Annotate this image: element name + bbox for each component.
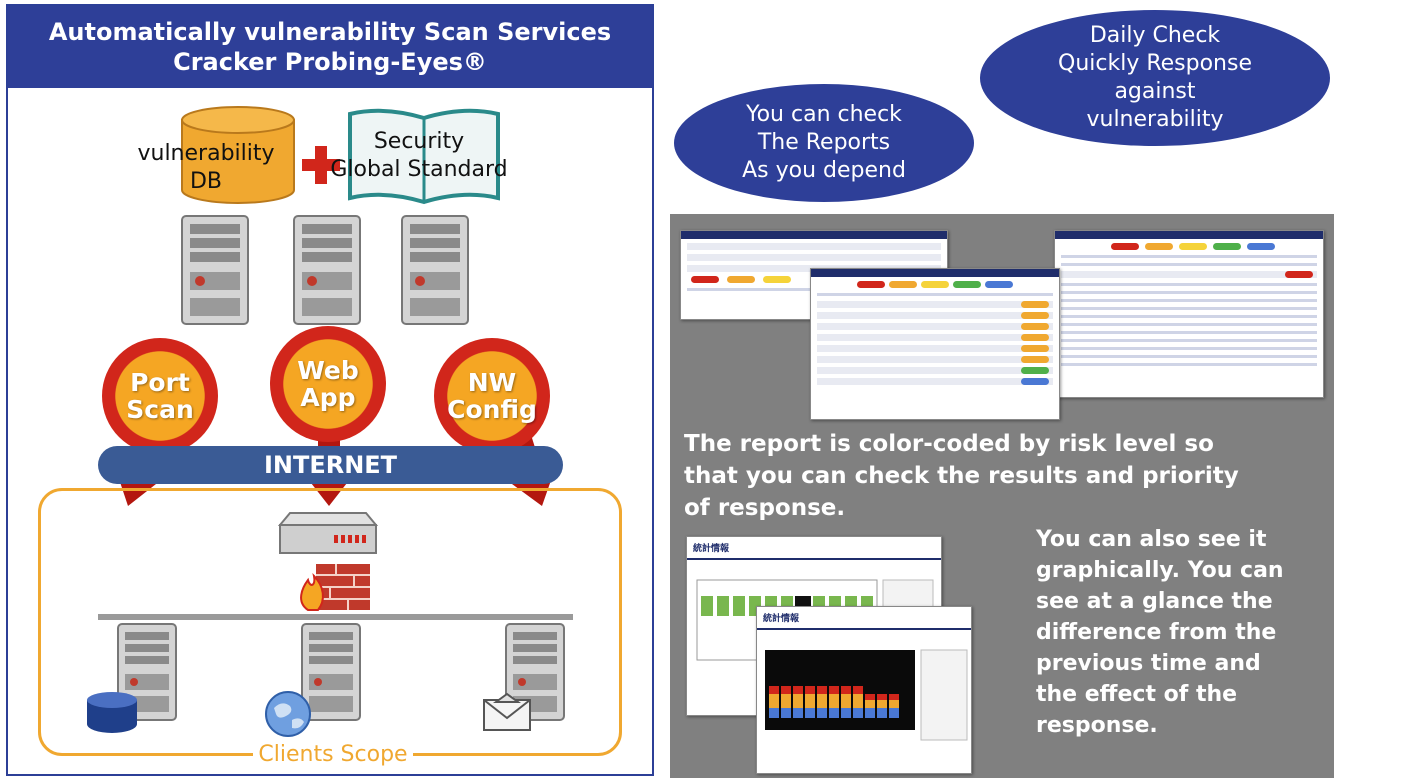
- report-caption-line-1: The report is color-coded by risk level …: [684, 431, 1214, 457]
- graph-caption-line: see at a glance the: [1036, 589, 1273, 614]
- scan-badge-line-2: Config: [447, 395, 537, 424]
- callout-line-3: against: [1114, 79, 1196, 104]
- callout-line-3: As you depend: [742, 158, 906, 183]
- report-panel: The report is color-coded by risk level …: [670, 214, 1334, 778]
- scan-badge-line-1: Port: [130, 368, 190, 397]
- report-caption-line-2: that you can check the results and prior…: [684, 463, 1239, 489]
- callout-line-2: The Reports: [757, 130, 891, 155]
- server-icon: [504, 622, 566, 726]
- database-icon: [178, 106, 298, 210]
- standard-label: Security Global Standard: [304, 128, 534, 184]
- scan-badge-line-2: Scan: [126, 395, 194, 424]
- report-caption: The report is color-coded by risk level …: [684, 428, 1324, 524]
- globe-icon: [264, 690, 312, 742]
- left-panel: Automatically vulnerability Scan Service…: [6, 4, 654, 776]
- graph-caption: You can also see it graphically. You can…: [1036, 524, 1328, 741]
- standard-label-line-1: Security: [373, 129, 465, 154]
- database-label: vulnerability DB: [126, 140, 286, 196]
- graph-title: 統計情報: [757, 607, 971, 630]
- graph-caption-line: response.: [1036, 713, 1158, 738]
- graph-chart: [765, 649, 968, 741]
- network-line: [98, 614, 573, 620]
- internet-bar: INTERNET: [98, 446, 563, 484]
- database-icon: [84, 690, 140, 740]
- page-title: Automatically vulnerability Scan Service…: [8, 6, 652, 88]
- scan-badge-line-1: Web: [297, 356, 359, 385]
- mail-icon: [482, 692, 534, 736]
- clients-scope-label: Clients Scope: [253, 742, 413, 767]
- standard-label-line-2: Global Standard: [330, 157, 508, 182]
- callout-daily-check: Daily Check Quickly Response against vul…: [980, 10, 1330, 146]
- book-icon: [344, 106, 504, 210]
- callout-line-2: Quickly Response: [1058, 51, 1252, 76]
- scan-badge-line-2: App: [300, 383, 356, 412]
- graph-caption-line: previous time and: [1036, 651, 1261, 676]
- router-icon: [277, 511, 379, 561]
- server-icon: [400, 214, 470, 326]
- callout-line-1: You can check: [746, 102, 902, 127]
- callout-line-1: Daily Check: [1089, 23, 1221, 48]
- callout-line-4: vulnerability: [1086, 107, 1224, 132]
- server-icon: [300, 622, 362, 726]
- server-icon: [180, 214, 250, 326]
- database-label-line-2: DB: [189, 169, 223, 194]
- scan-badge-line-1: NW: [467, 368, 517, 397]
- callout-check-reports: You can check The Reports As you depend: [674, 84, 974, 202]
- graph-screenshot: 統計情報: [756, 606, 972, 774]
- plus-icon: [300, 144, 342, 190]
- firewall-icon: [296, 558, 372, 618]
- graph-caption-line: You can also see it: [1036, 527, 1267, 552]
- graph-caption-line: the effect of the: [1036, 682, 1238, 707]
- report-screenshot: [1054, 230, 1324, 398]
- report-caption-line-3: of response.: [684, 495, 846, 521]
- database-label-line-1: vulnerability: [137, 141, 275, 166]
- title-line-2: Cracker Probing-Eyes®: [173, 48, 487, 76]
- title-line-1: Automatically vulnerability Scan Service…: [48, 18, 612, 46]
- graph-caption-line: difference from the: [1036, 620, 1277, 645]
- graph-title: 統計情報: [687, 537, 941, 560]
- server-icon: [292, 214, 362, 326]
- graph-caption-line: graphically. You can: [1036, 558, 1284, 583]
- report-screenshot: [810, 268, 1060, 420]
